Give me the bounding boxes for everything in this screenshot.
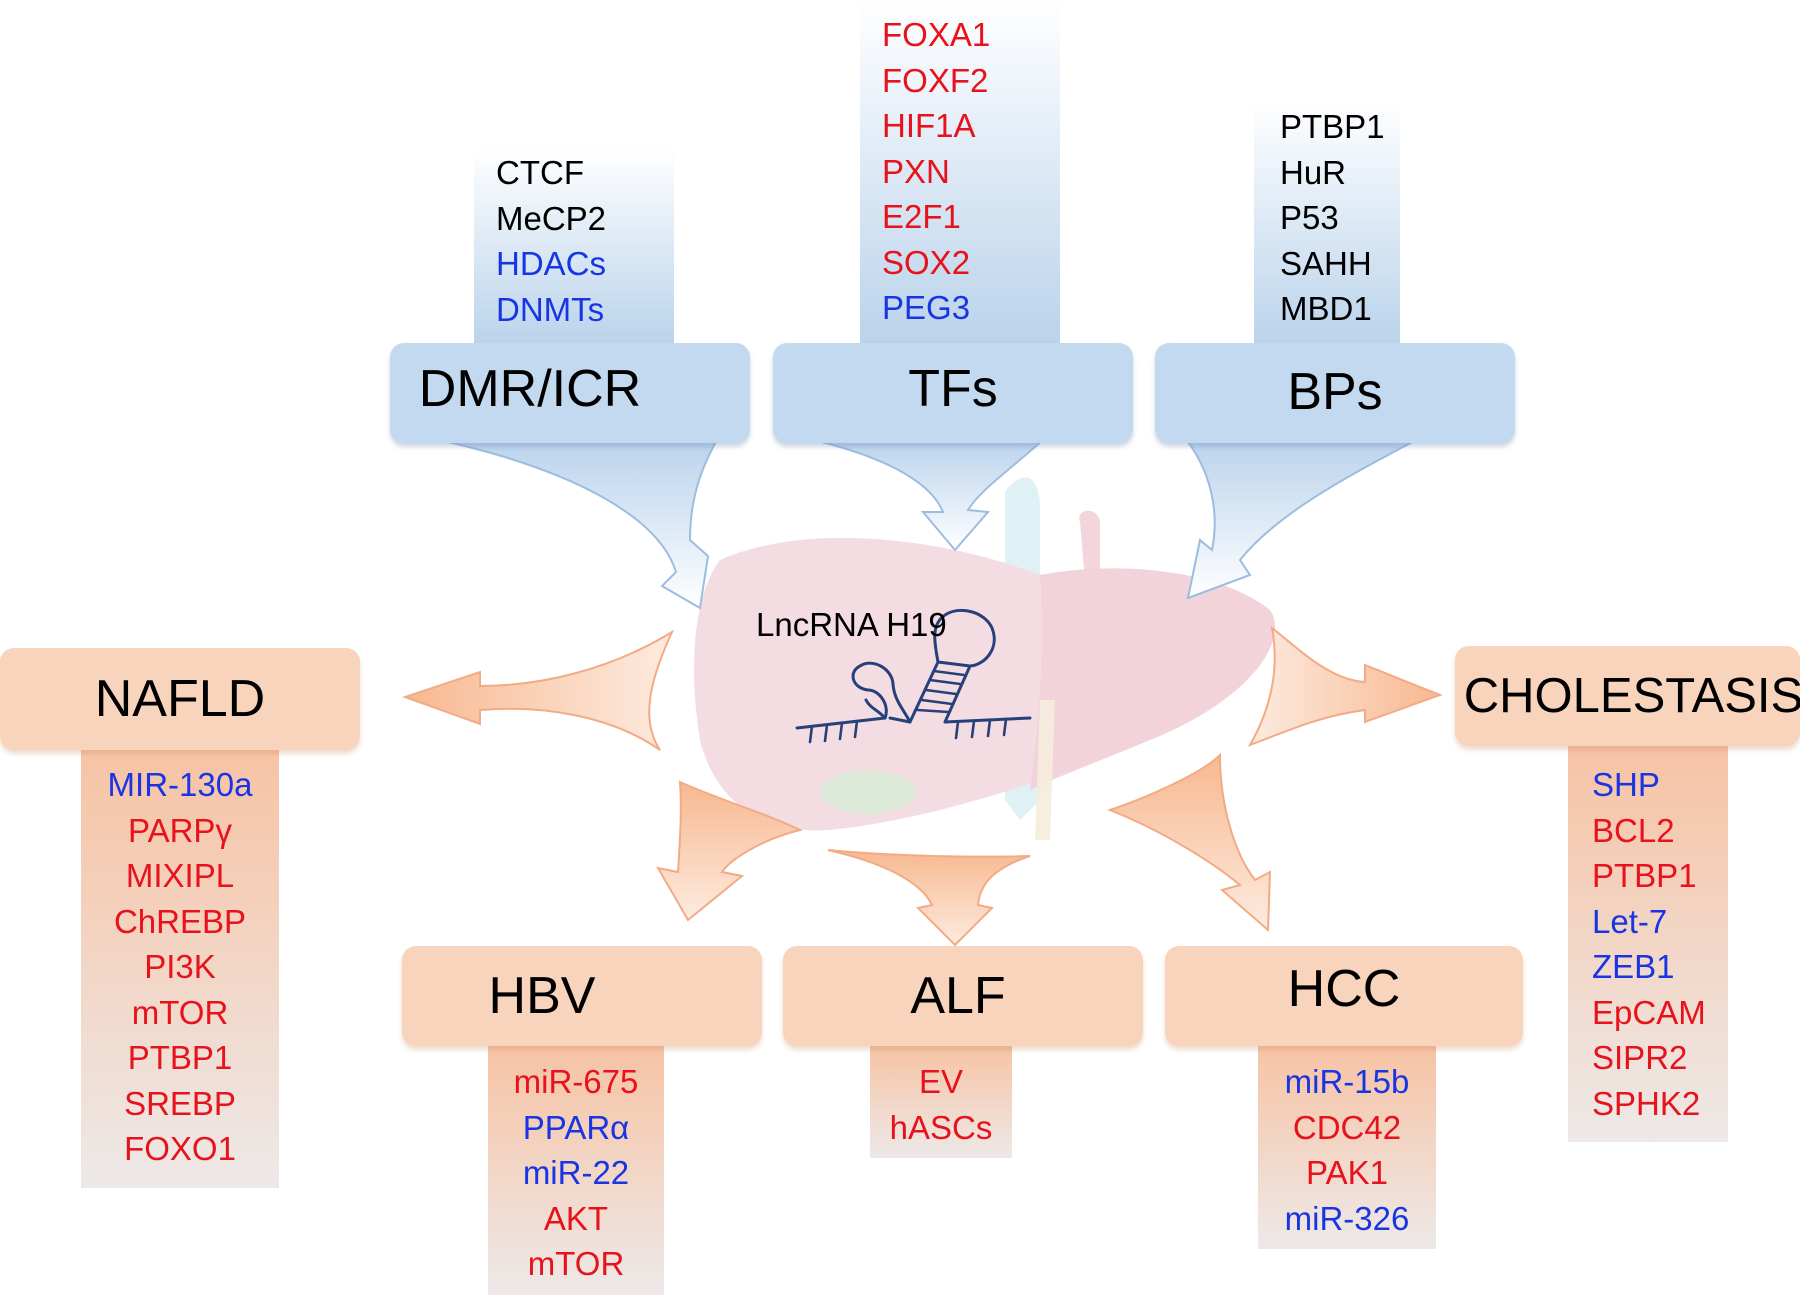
dmr-icr-list: CTCF MeCP2 HDACs DNMTs bbox=[496, 150, 606, 332]
list-item: P53 bbox=[1280, 199, 1339, 236]
list-item: CDC42 bbox=[1292, 1108, 1402, 1146]
dmr-icr-title: DMR/ICR bbox=[418, 360, 642, 418]
tfs-title: TFs bbox=[908, 360, 998, 418]
alf-box: ALF bbox=[783, 946, 1143, 1046]
list-item: BCL2 bbox=[1592, 811, 1675, 849]
list-item: FOXF2 bbox=[882, 61, 989, 99]
hbv-box: HBV bbox=[402, 946, 762, 1046]
list-item: Let-7 bbox=[1592, 902, 1668, 940]
hcc-box: HCC bbox=[1165, 946, 1523, 1046]
hbv-title: HBV bbox=[488, 967, 596, 1025]
hbv-list: miR-675 PPARα miR-22 AKT mTOR bbox=[488, 1059, 664, 1287]
list-item: SAHH bbox=[1280, 244, 1372, 282]
hcc-list: miR-15b CDC42 PAK1 miR-326 bbox=[1258, 1059, 1436, 1241]
tfs-list: FOXA1 FOXF2 HIF1A PXN E2F1 SOX2 PEG3 bbox=[882, 12, 990, 331]
list-item: HDACs bbox=[496, 245, 607, 282]
list-item: CTCF bbox=[496, 154, 584, 191]
list-item: PTBP1 bbox=[1592, 857, 1697, 894]
liver-illustration bbox=[694, 477, 1275, 840]
tfs-box: TFs bbox=[773, 343, 1133, 443]
cholestasis-box: CHOLESTASIS bbox=[1455, 646, 1800, 746]
list-item: EpCAM bbox=[1592, 993, 1706, 1031]
nafld-list: MIR-130a PARPγ MIXIPL ChREBP PI3K mTOR P… bbox=[81, 762, 279, 1172]
bps-list: PTBP1 HuR P53 SAHH MBD1 bbox=[1280, 104, 1385, 332]
dmr-icr-box: DMR/ICR bbox=[390, 343, 750, 443]
list-item: MIXIPL bbox=[125, 857, 235, 894]
list-item: DNMTs bbox=[496, 290, 605, 328]
list-item: miR-326 bbox=[1284, 1199, 1410, 1237]
list-item: AKT bbox=[543, 1199, 609, 1237]
list-item: MeCP2 bbox=[496, 199, 607, 237]
list-item: PARPγ bbox=[128, 811, 232, 849]
list-item: SOX2 bbox=[882, 243, 971, 281]
list-item: HuR bbox=[1280, 153, 1347, 191]
list-item: PI3K bbox=[144, 948, 216, 985]
list-item: HIF1A bbox=[882, 107, 976, 144]
bps-box: BPs bbox=[1155, 343, 1515, 443]
cholestasis-title: CHOLESTASIS bbox=[1463, 669, 1800, 723]
list-item: E2F1 bbox=[882, 198, 961, 235]
nafld-title: NAFLD bbox=[94, 670, 266, 728]
list-item: SPHK2 bbox=[1592, 1084, 1701, 1122]
list-item: FOXA1 bbox=[882, 16, 991, 53]
disease-arrows bbox=[401, 625, 1443, 947]
list-item: ChREBP bbox=[113, 902, 247, 940]
list-item: mTOR bbox=[131, 993, 229, 1031]
list-item: PPARα bbox=[522, 1108, 630, 1146]
list-item: SREBP bbox=[124, 1084, 236, 1122]
alf-title: ALF bbox=[910, 967, 1006, 1025]
hcc-title: HCC bbox=[1287, 960, 1401, 1018]
bps-stem bbox=[1254, 100, 1400, 344]
center-label: LncRNA H19 bbox=[756, 606, 947, 643]
list-item: PEG3 bbox=[882, 289, 971, 326]
alf-stem bbox=[870, 1046, 1012, 1158]
list-item: PTBP1 bbox=[127, 1039, 233, 1076]
list-item: mTOR bbox=[527, 1245, 625, 1282]
tfs-stem bbox=[860, 0, 1060, 344]
list-item: MBD1 bbox=[1280, 290, 1372, 327]
list-item: hASCs bbox=[889, 1108, 993, 1146]
list-item: PTBP1 bbox=[1280, 108, 1385, 145]
cholestasis-stem bbox=[1568, 744, 1728, 1142]
list-item: miR-22 bbox=[522, 1154, 630, 1191]
cholestasis-list: SHP BCL2 PTBP1 Let-7 ZEB1 EpCAM SIPR2 SP… bbox=[1592, 762, 1706, 1126]
list-item: PAK1 bbox=[1306, 1154, 1388, 1191]
list-item: SIPR2 bbox=[1592, 1039, 1688, 1076]
list-item: EV bbox=[918, 1063, 964, 1100]
list-item: miR-15b bbox=[1284, 1063, 1410, 1100]
nafld-box: NAFLD bbox=[0, 648, 360, 750]
list-item: SHP bbox=[1592, 766, 1660, 803]
list-item: FOXO1 bbox=[124, 1130, 236, 1167]
upstream-arrows bbox=[429, 437, 1421, 610]
lncrna-structure-icon bbox=[795, 609, 1032, 744]
list-item: MIR-130a bbox=[107, 766, 253, 803]
list-item: ZEB1 bbox=[1592, 948, 1675, 985]
hbv-stem bbox=[488, 1046, 664, 1295]
alf-list: EV hASCs bbox=[870, 1059, 1012, 1150]
nafld-stem bbox=[81, 748, 279, 1188]
list-item: miR-675 bbox=[513, 1063, 639, 1100]
dmr-icr-stem bbox=[474, 148, 674, 344]
list-item: PXN bbox=[882, 152, 950, 190]
bps-title: BPs bbox=[1287, 363, 1383, 421]
hcc-stem bbox=[1258, 1046, 1436, 1249]
